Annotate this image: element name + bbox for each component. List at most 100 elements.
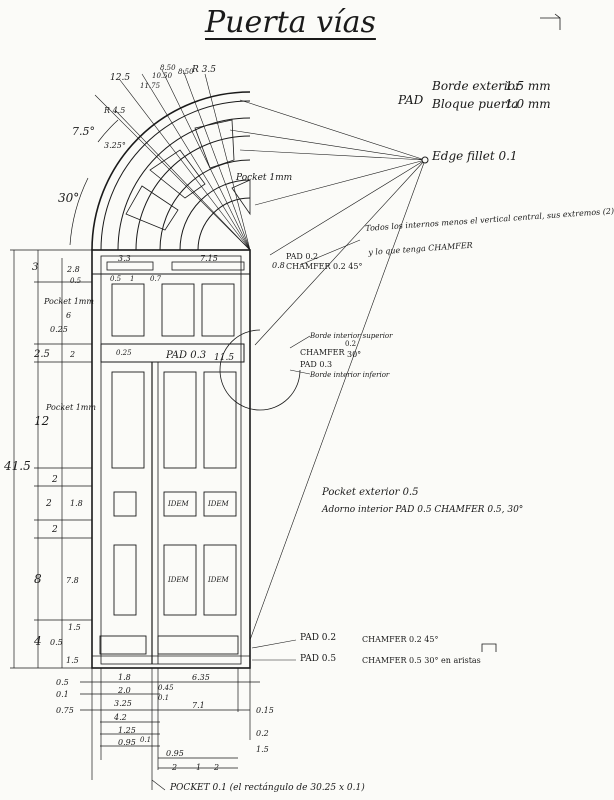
panel-upper-left [111,283,145,337]
pad03-note: PAD 0.3 [300,360,333,369]
panel-tall-right [203,371,237,469]
dim-bot-6-35: 6.35 [192,673,210,682]
panel-upper-right [201,283,235,337]
top-slot-left [106,261,154,271]
idem-labels: IDEM IDEM IDEM IDEM [167,500,229,584]
dim-left-12: 12 [34,414,49,428]
arch-label-r45: R 4.5 [103,106,125,115]
bottom-chamfer02-note: CHAMFER 0.2 45° [362,635,439,644]
drawing-sheet: Puerta vías PAD Borde exterior 1.5 mm Bl… [3,5,614,793]
arch-label-75deg: 7.5° [72,125,95,138]
bottom-chamfer05-note: CHAMFER 0.5 30° en aristas [362,656,481,665]
panel-tall-left [111,371,145,469]
dim-bot-2b: 2 [213,763,219,772]
dim-left-2b: 2 [51,475,58,485]
dim-bot-0-1: 0.1 [56,690,69,699]
dim-bot-2-0: 2.0 [117,686,131,695]
dim-left-2a: 2 [69,350,75,359]
dim-bot-0-1b: 0.1 [158,694,169,702]
dim-bot-3-25: 3.25 [114,699,132,708]
arch-label-850b: 8.50 [178,68,194,76]
dim-left-41-5: 41.5 [3,459,31,473]
dim-top-0-8: 0.8 [272,261,285,270]
dim-top-7-15: 7.15 [200,254,218,263]
door-technical-drawing: 12.5 11.75 10.50 8.50 8.50 R 3.5 R 4.5 7… [3,13,561,791]
idem-1: IDEM [167,500,189,508]
dim-top-3-3: 3.3 [118,254,131,263]
kick-plate-left [99,635,147,655]
dim-bot-1-5: 1.5 [256,745,269,754]
adorno-interior-note: Adorno interior PAD 0.5 CHAMFER 0.5, 30° [322,505,524,515]
dim-top-1: 1 [130,275,134,283]
idem-2: IDEM [207,500,229,508]
arch-label-30deg: 30° [58,191,79,205]
borde-inferior-note: Borde interior inferior [310,371,390,379]
kick-plate-right [157,635,239,655]
dim-left-0-5b: 0.5 [50,638,63,647]
panel-small-right [203,491,237,517]
chamfer-note: CHAMFER [300,348,345,357]
dim-bot-0-45: 0.45 [158,684,174,692]
dim-left-2-5: 2.5 [33,349,50,360]
panel-small-mid [163,491,197,517]
dim-top-11-5: 11.5 [214,353,234,363]
dim-left-2c: 2 [45,499,52,509]
arch-label-125: 12.5 [110,73,130,83]
bottom-dimension-lines [80,668,260,790]
dim-bot-0-15: 0.15 [256,706,274,715]
idem-3: IDEM [167,576,189,584]
pad-label: PAD [398,93,424,107]
dim-left-0-25: 0.25 [50,325,68,334]
aristas-symbol [481,643,497,652]
pad03-inner-label: PAD 0.3 [165,350,206,361]
arch-label-r35: R 3.5 [191,65,216,75]
top-dimension-labels: 3.3 7.15 0.5 1 0.7 0.8 11.5 0.25 [110,254,285,363]
arch-label-1175: 11.75 [140,82,161,90]
dim-bot-4-2: 4.2 [113,713,127,722]
dim-bot-0-5: 0.5 [56,678,69,687]
edge-fillet-hub [421,156,429,164]
pocket-bottom-note: POCKET 0.1 (el rectángulo de 30.25 x 0.1… [170,783,365,793]
borde-superior-note: Borde interior superior [310,332,393,340]
bottom-pad02-note: PAD 0.2 [300,633,337,643]
dim-bot-0-1c: 0.1 [140,736,151,744]
arch-label-325deg: 3.25° [104,141,126,150]
corner-mark [540,13,561,30]
dim-left-7-8: 7.8 [66,576,79,585]
chamfer02-top-note: CHAMFER 0.2 45° [286,262,363,271]
panel-lower-right [203,544,237,616]
top-slot-right [171,261,245,271]
dim-bot-1-8: 1.8 [118,673,131,682]
panel-lower-left [113,544,137,616]
left-dimension-lines [10,249,92,669]
dim-top-0-5: 0.5 [110,275,122,283]
bloque-puerta-value: 1.0 mm [505,97,551,111]
dim-left-6: 6 [66,311,71,320]
transom-bar [100,343,245,363]
pad02-top-note: PAD 0.2 [286,252,319,261]
arch-panel-3 [194,119,235,169]
dim-top-0-25: 0.25 [116,349,132,357]
borde-exterior-label: Borde exterior [432,79,521,93]
panel-small-left [113,491,137,517]
transom-callout [219,329,301,411]
dim-left-2d: 2 [51,525,58,535]
dim-bot-1-25: 1.25 [118,726,136,735]
dim-left-2-8: 2.8 [66,265,80,274]
panel-upper-mid [161,283,195,337]
arch-pocket-label: Pocket 1mm [235,173,292,183]
left-dimension-labels: 3 2.8 0.5 6 0.25 2.5 2 12 41.5 2 2 1.8 2… [3,262,83,665]
pocket1mm-lower: Pocket 1mm [45,403,96,412]
bloque-puerta-label: Bloque puerta [432,97,519,111]
bottom-dimension-labels: 0.5 0.1 0.75 1.8 2.0 3.25 4.2 1.25 0.95 … [56,673,274,772]
dim-left-3: 3 [32,262,38,273]
dim-left-8: 8 [34,572,42,586]
borde-exterior-value: 1.5 mm [505,79,551,93]
door-inner-frame [100,255,242,665]
arch-label-1050: 10.50 [152,72,173,80]
pocket1mm-upper: Pocket 1mm [43,297,94,306]
pocket-exterior-note: Pocket exterior 0.5 [322,487,419,498]
dim-left-0-5: 0.5 [70,277,82,285]
dim-left-1-5a: 1.5 [68,623,81,632]
dim-bot-0-95a: 0.95 [118,738,136,747]
